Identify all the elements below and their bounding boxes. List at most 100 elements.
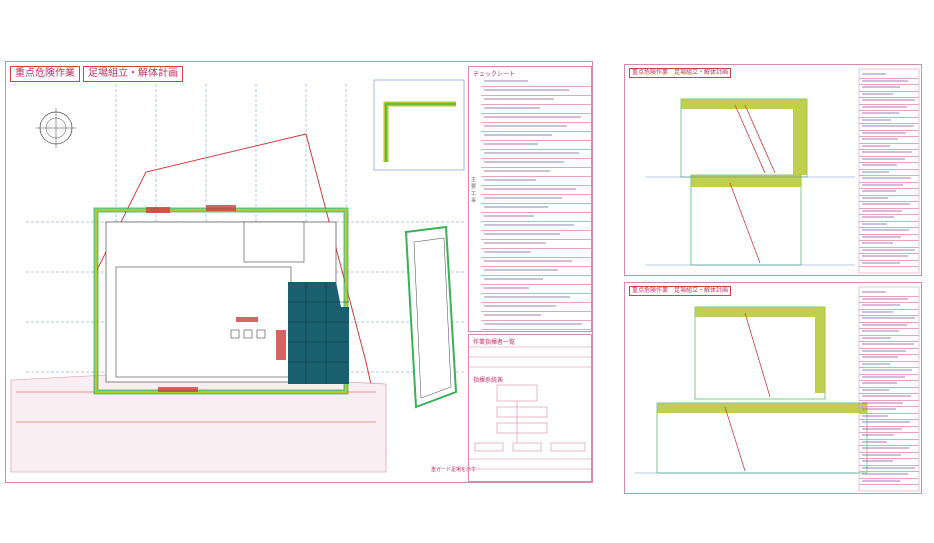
checklist-text-placeholder <box>484 314 542 316</box>
checklist-text-placeholder <box>484 251 532 253</box>
checklist-row <box>481 284 591 294</box>
checklist-row <box>481 248 591 258</box>
checklist-text-placeholder <box>862 105 907 108</box>
checklist-text-placeholder <box>862 164 897 166</box>
checklist-row <box>859 354 919 362</box>
checklist-text-placeholder <box>862 362 891 365</box>
checklist-row <box>859 374 919 381</box>
thumb2-checklist <box>859 289 919 489</box>
checklist-text-placeholder <box>862 336 892 339</box>
checklist-text-placeholder <box>862 421 910 423</box>
checklist-row <box>859 458 919 466</box>
checklist-text-placeholder <box>862 388 889 391</box>
checklist-text-placeholder <box>862 349 906 352</box>
checklist-text-placeholder <box>862 73 886 75</box>
checklist-row <box>859 201 919 209</box>
checklist-text-placeholder <box>484 215 534 217</box>
checklist-text-placeholder <box>862 297 909 300</box>
checklist-text-placeholder <box>484 224 575 226</box>
thumb2-title: 重点危険作業 足場組立・解体計画 <box>629 286 732 296</box>
checklist-text-placeholder <box>862 261 900 264</box>
check-sheet-panel: チェックシート 主要工事 <box>468 66 592 332</box>
thumb1-checklist <box>859 71 919 271</box>
checklist-row <box>859 413 919 420</box>
checklist-text-placeholder <box>484 242 546 244</box>
checklist-row <box>859 214 919 222</box>
checklist-text-placeholder <box>862 183 904 186</box>
checklist-text-placeholder <box>484 116 581 118</box>
checklist-row <box>481 293 591 303</box>
checklist-text-placeholder <box>862 131 906 134</box>
checklist-row <box>859 328 919 336</box>
checklist-row <box>481 257 591 267</box>
checklist-row <box>859 380 919 388</box>
checklist-text-placeholder <box>862 343 914 345</box>
checklist-text-placeholder <box>484 206 548 208</box>
checklist-row <box>859 432 919 440</box>
checklist-text-placeholder <box>862 125 914 127</box>
checklist-text-placeholder <box>862 447 909 449</box>
checklist-text-placeholder <box>484 107 541 109</box>
checklist-text-placeholder <box>862 479 900 482</box>
checklist-row <box>481 230 591 240</box>
checklist-text-placeholder <box>862 170 889 173</box>
checklist-text-placeholder <box>862 222 887 225</box>
checklist-text-placeholder <box>862 356 898 358</box>
checklist-row <box>859 162 919 170</box>
checksheet-header: チェックシート <box>473 71 516 78</box>
checklist-text-placeholder <box>862 304 901 306</box>
main-drawing-sheet: 重点危険作業 足場組立・解体計画 重ガード足場を示す チェックシート 主要工事 … <box>5 61 593 483</box>
checklist-row <box>859 234 919 241</box>
checklist-text-placeholder <box>862 190 896 192</box>
checklist-text-placeholder <box>484 278 544 280</box>
checklist-row <box>481 185 591 195</box>
checklist-text-placeholder <box>484 134 553 136</box>
checklist-text-placeholder <box>484 233 560 235</box>
checklist-row <box>859 406 919 414</box>
checklist-row <box>481 122 591 132</box>
checklist-text-placeholder <box>484 80 528 82</box>
checklist-row <box>481 266 591 276</box>
checklist-row <box>859 156 919 163</box>
checklist-text-placeholder <box>862 235 901 238</box>
checklist-row <box>859 130 919 137</box>
checklist-row <box>481 275 591 285</box>
checklist-text-placeholder <box>484 188 577 190</box>
checklist-row <box>481 212 591 222</box>
checklist-row <box>481 194 591 204</box>
checklist-text-placeholder <box>484 89 569 91</box>
checklist-text-placeholder <box>862 434 895 436</box>
checklist-row <box>859 71 919 79</box>
checklist-row <box>859 361 919 368</box>
elevation-drawing-2 <box>635 286 920 492</box>
checklist-text-placeholder <box>862 196 888 199</box>
checklist-text-placeholder <box>862 203 910 205</box>
checklist-text-placeholder <box>484 152 579 154</box>
checklist-row <box>859 400 919 407</box>
checklist-row <box>481 104 591 114</box>
form-section-title: 作業指揮者一覧 <box>473 339 516 346</box>
checklist-row <box>859 97 919 105</box>
checklist-text-placeholder <box>862 242 894 244</box>
checklist-text-placeholder <box>484 305 556 307</box>
checklist-text-placeholder <box>862 177 912 179</box>
checklist-text-placeholder <box>862 112 900 114</box>
checklist-text-placeholder <box>484 269 558 271</box>
legend-note: 重ガード足場を示す <box>431 467 477 473</box>
checklist-row <box>859 439 919 446</box>
checklist-text-placeholder <box>484 260 572 262</box>
checklist-text-placeholder <box>862 466 916 469</box>
checklist-text-placeholder <box>862 473 908 475</box>
checklist-text-placeholder <box>862 427 903 430</box>
checklist-row <box>859 221 919 228</box>
checklist-row <box>859 452 919 459</box>
checklist-row <box>859 260 919 267</box>
checklist-text-placeholder <box>862 460 894 462</box>
checklist-text-placeholder <box>862 99 915 101</box>
checklist-text-placeholder <box>862 138 898 140</box>
checklist-row <box>859 393 919 401</box>
checklist-row <box>859 478 919 485</box>
checklist-row <box>481 95 591 105</box>
checklist-row <box>481 167 591 177</box>
checklist-text-placeholder <box>862 92 893 95</box>
